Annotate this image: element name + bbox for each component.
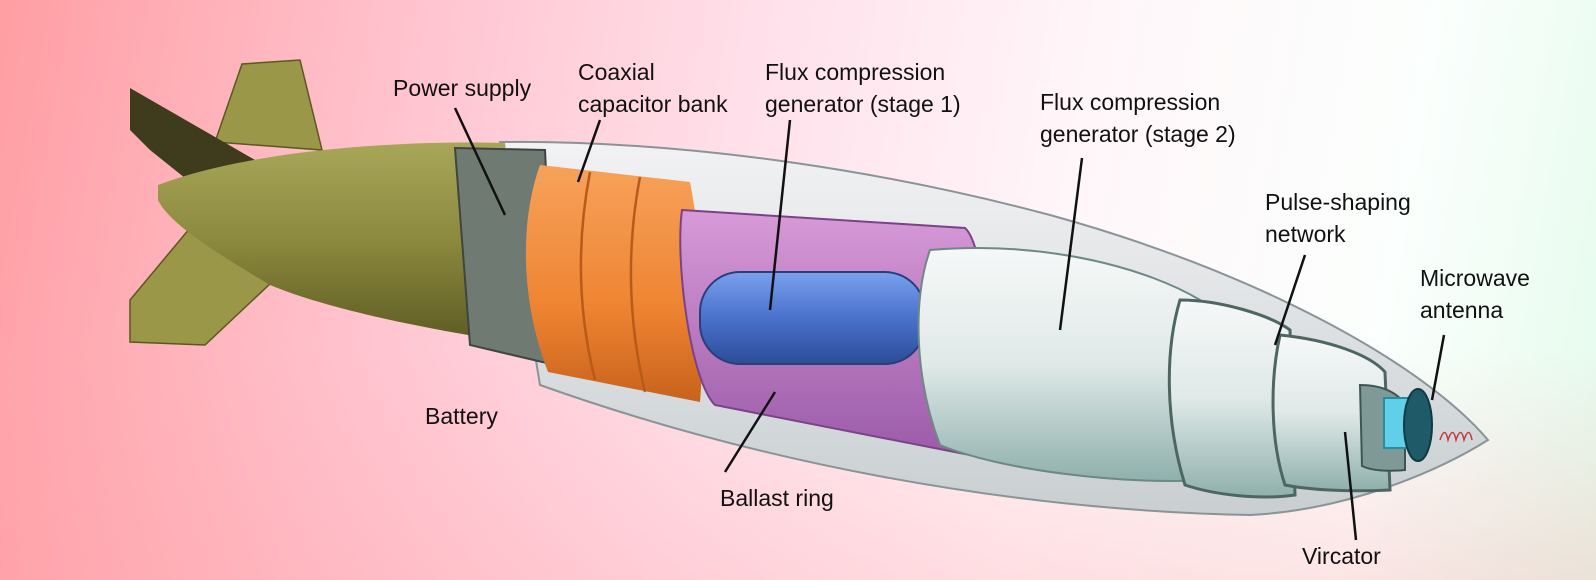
label-fcg2-line2: generator (stage 2) [1040, 121, 1236, 147]
label-coaxial: Coaxial [578, 59, 655, 85]
leader-stage2 [1058, 157, 1084, 331]
label-antenna-line2: antenna [1420, 297, 1503, 323]
label-battery: Battery [425, 403, 498, 429]
label-ballast-ring: Ballast ring [720, 485, 834, 511]
label-vircator: Vircator [1302, 543, 1381, 569]
tail-casing [158, 142, 530, 345]
label-power-supply: Power supply [393, 75, 532, 101]
label-fcg1-line1: Flux compression [765, 59, 945, 85]
microwave-antenna [1403, 388, 1433, 462]
label-fcg2-line1: Flux compression [1040, 89, 1220, 115]
pulse-shaping-network [1167, 298, 1297, 499]
leader-antenna [1430, 334, 1446, 401]
leader-vircator [1343, 431, 1358, 541]
antenna-coil [1439, 431, 1473, 443]
capacitor-bank [525, 165, 703, 402]
label-antenna-line1: Microwave [1420, 265, 1530, 291]
leader-ballast [723, 391, 777, 473]
leader-stage1 [768, 119, 792, 311]
label-pulse-line1: Pulse-shaping [1265, 189, 1411, 215]
tail-fin-upper [213, 59, 323, 151]
capacitor-ring-divider [579, 171, 597, 381]
tail-fin-dark [130, 88, 255, 190]
label-capacitor-bank: capacitor bank [578, 91, 728, 117]
label-fcg1-line2: generator (stage 1) [765, 91, 961, 117]
stage2-generator [917, 247, 1212, 482]
leader-capacitor [576, 119, 602, 183]
label-pulse-line2: network [1265, 221, 1346, 247]
capacitor-ring-divider [629, 176, 647, 393]
leader-pulse [1273, 254, 1307, 346]
leader-power-supply [453, 107, 507, 216]
stage1-core [699, 271, 926, 365]
